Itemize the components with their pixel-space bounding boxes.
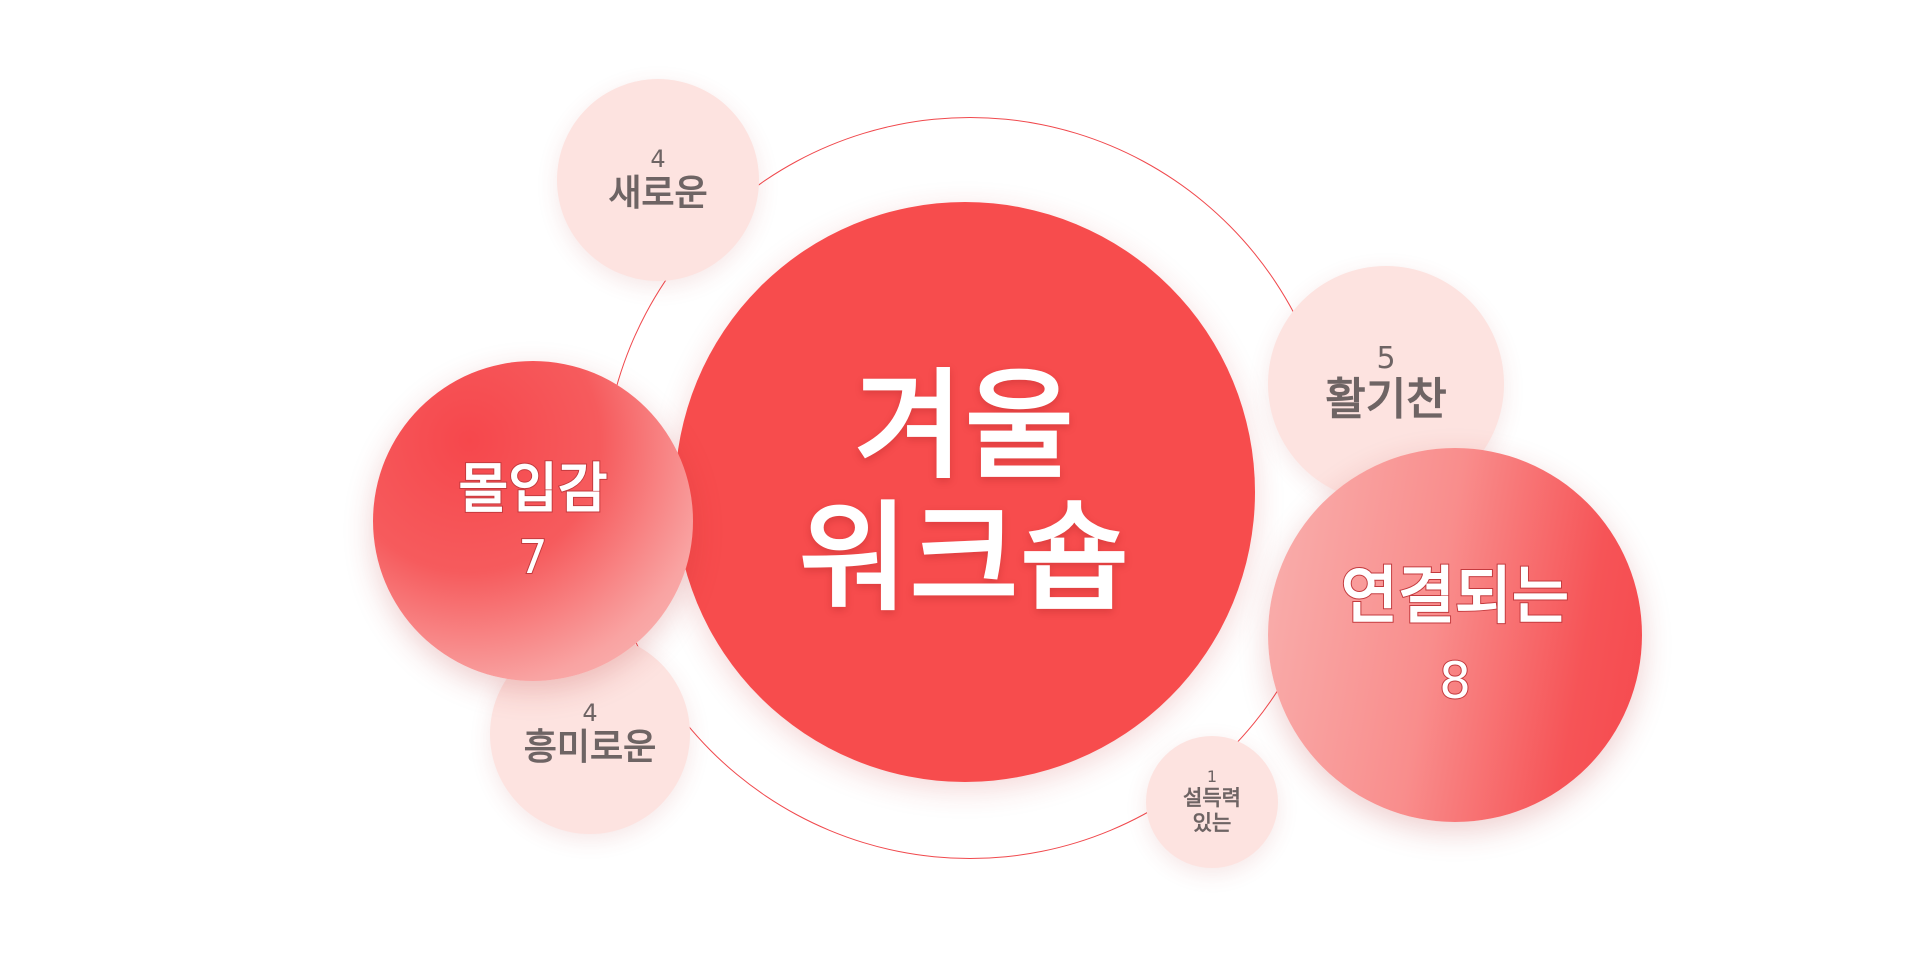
bubble-connected-count: 8 xyxy=(1438,651,1472,711)
bubble-lively-count: 5 xyxy=(1376,341,1396,377)
bubble-persuasive-count: 1 xyxy=(1206,767,1218,787)
bubble-immersion: 몰입감 7 xyxy=(373,361,693,681)
bubble-immersion-count: 7 xyxy=(517,529,548,585)
bubble-persuasive-label: 설득력 있는 xyxy=(1183,785,1241,835)
bubble-fun-label: 흥미로운 xyxy=(523,726,657,768)
center-title-line2: 워크숍 xyxy=(799,489,1131,627)
bubble-persuasive: 1 설득력 있는 xyxy=(1146,736,1278,868)
bubble-connected: 연결되는 8 xyxy=(1268,448,1642,822)
bubble-immersion-label: 몰입감 xyxy=(457,456,608,521)
bubble-fun-count: 4 xyxy=(582,699,598,728)
bubble-new-label: 새로운 xyxy=(608,172,708,214)
bubble-lively-label: 활기찬 xyxy=(1325,374,1447,426)
center-bubble: 겨울 워크숍 xyxy=(675,202,1255,782)
bubble-new: 4 새로운 xyxy=(557,79,759,281)
bubble-new-count: 4 xyxy=(650,145,666,174)
center-title-line1: 겨울 xyxy=(854,356,1076,495)
bubble-connected-label: 연결되는 xyxy=(1340,558,1570,633)
